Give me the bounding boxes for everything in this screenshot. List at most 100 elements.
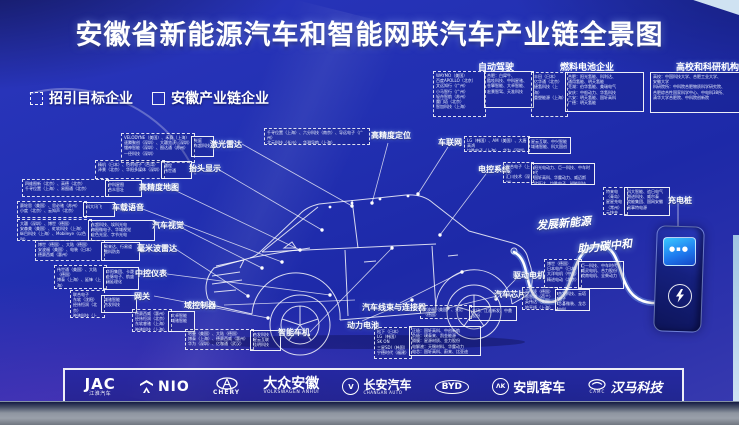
charger-target-box: 特来电（青岛） 星星充电（常州） 云快充（南京）	[603, 187, 628, 215]
charging-cable	[511, 243, 663, 306]
byd-logo: BYD	[434, 379, 470, 394]
leader-lines	[139, 142, 679, 333]
domain-controller-target-box: 德赛西威（惠州） 经纬恒润（北京） 东软睿驰（上海） 映驰科技（上海）	[132, 309, 172, 332]
auto-chip-anhui-box: 杰发科技、云塔电子 芯碁微装、龙芯中科 长鑫存储	[555, 289, 590, 311]
chery-emblem-icon	[215, 377, 238, 390]
nio-emblem-icon	[139, 380, 153, 393]
category-label-domain-controller: 域控制器	[184, 301, 216, 310]
category-label-v2x: 车联网	[438, 138, 462, 147]
gateway-target-box: 联合电子 东软（沈阳） 经纬恒润（北京） 映驰科技（上海）	[70, 290, 105, 318]
lidar-target-box: VELODYNE（美国）、禾赛（上海） 速腾聚创（深圳）、大疆览沃（深圳） 镭神…	[121, 133, 195, 163]
category-label-hdpositioning: 高精度定位	[371, 131, 411, 140]
category-label-dashboard: 中控仪表	[135, 269, 167, 278]
chery-wordmark: CHERY	[212, 389, 241, 396]
battery-target-box: 松下（日本） LG（韩国） SK ON 三星SDI（韩国） 宁德时代（福建）	[374, 327, 412, 359]
ankai-ak-icon: ΛK	[492, 378, 510, 395]
fuelcell-target-box: 丰田（日本） 亿华通（北京） 捷氢科技（上海） 重塑能源（上海）	[531, 72, 568, 117]
jac-logo: JAC 江淮汽车	[84, 374, 116, 397]
category-label-auto-chip: 汽车芯片	[494, 290, 526, 299]
voice-target-box: 赛轮思（美国）、思必驰（苏州） 小度（北京）、云知声（北京）	[17, 201, 87, 218]
sky-edge	[733, 235, 739, 405]
category-label-harness: 汽车线束与连接器	[362, 303, 426, 312]
research-box: 高校：中国科技大学、合肥工业大学、 安徽大学 科研院所：中科院合肥物质科学研究院…	[650, 72, 739, 113]
ankai-logo: ΛK 安凯客车	[492, 377, 565, 396]
camc-logo: CAMC 汉马科技	[588, 377, 662, 396]
car-shadow	[205, 335, 525, 349]
vision-anhui-box: 东超科技、埃科光电 海图微电子、华域视觉 全色光显、字节光电	[88, 220, 155, 241]
domain-controller-anhui-box: 大卓智能 域驰智能	[168, 311, 195, 332]
legend-anhui: 安徽产业链企业	[152, 88, 269, 108]
leader-dots	[246, 192, 498, 320]
dashed-box-icon	[30, 91, 43, 105]
oem-logo-bar: JAC 江淮汽车 NIO CHERY 大众安徽 VOLKSWAG	[63, 368, 684, 405]
ecu-anhui-box: 阳光电动力、巨一科技、中车时代 国轩高科、华霆动力、威迈斯 欣旺达、均胜电子、锐…	[531, 163, 595, 185]
changan-v-icon: V	[342, 378, 360, 395]
gateway-anhui-box: 域驰智能 杰发科技	[101, 295, 137, 313]
headunit-target-box: 哈曼（美国）、大陆（德国） 博泰（上海）、德赛西威（惠州） 华为（深圳）、亿咖通…	[185, 329, 254, 350]
category-label-gateway: 网关	[134, 292, 150, 301]
camc-emblem-icon	[588, 379, 606, 390]
jac-cn-name: 江淮汽车	[89, 390, 112, 397]
autodriving-target-box: WAYMO（美国） 百度APOLLO（北京） 文远知行（广州） 小马智行（广州）…	[433, 71, 486, 117]
legend-anhui-label: 安徽产业链企业	[171, 91, 269, 107]
v2x-target-box: LG（韩国）、AM（美国）、大唐高鸿 均胜电子（上海）、华为（深圳）	[464, 136, 530, 152]
legend-target: 招引目标企业	[30, 88, 133, 108]
category-label-voice: 车载语音	[112, 203, 144, 212]
floor-strip	[0, 401, 739, 425]
headunit-anhui-box: 杰发科技 星云互联 佳明科技	[250, 330, 281, 351]
category-label-headunit: 智能车机	[278, 328, 310, 337]
radar-target-box: 博世（德国）、大陆（德国） 安波福（美国）、电装（日本） 德赛西威（惠州）	[35, 240, 105, 261]
hdmap-anhui-box: 中科星图 合众思壮	[105, 180, 142, 197]
autodriving-anhui-box: 合肥：白犀牛、 酷哇科技、中科星驰、 仓擎智能、大卓智能、 宏景智驾、天准科技	[484, 71, 534, 108]
vw-anhui-en-name: VOLKSWAGEN ANHUI	[263, 390, 320, 396]
radar-anhui-box: 易来达、行易道 雷科防务	[101, 242, 140, 261]
dashboard-target-box: 伟世通（美国）、大陆（德国） 博泰（上海）、延锋（上海） 先锋（日本）、马瑞利（…	[54, 265, 107, 289]
auto-chip-target-box: 英飞凌（德国） 恩智浦（荷兰） 英伟达（美国） 地平线（上海）	[522, 287, 558, 310]
category-label-radar: 毫米波雷达	[137, 244, 177, 253]
category-label-lidar: 激光雷达	[210, 140, 242, 149]
category-label-vision: 汽车视觉	[152, 221, 184, 230]
hud-target-box: 精机（日本）、怡利电子（台湾） 泽景（北京）、华阳多媒体（深圳）	[95, 160, 165, 179]
drive-motor-target-box: 博世（德国） 日本电产（日本） 大洋电机（中山） 精进电动（北京）	[544, 259, 582, 288]
dashboard-anhui-box: 华阳集团、卡晟 金脉电子、航盛 瑞延理化	[103, 267, 139, 290]
changan-en-name: CHANGAN AUTO	[363, 389, 403, 395]
legend-target-label: 招引目标企业	[49, 91, 133, 107]
lightning-bolt-icon	[668, 284, 692, 308]
fuelcell-anhui-box: 合肥：阳光氢能、科利达、 通用氢能、明天氢能 芜湖：伯华氢能、美瑞电气 安庆：中…	[565, 72, 644, 112]
solid-box-icon	[152, 91, 165, 105]
vision-target-box: 大疆（深圳）、博世（德国） 安森美（美国）、虹软科技（上海） 纵目科技（上海）、…	[17, 219, 92, 241]
camc-cn-name: 汉马科技	[610, 381, 663, 396]
byd-wordmark: BYD	[434, 379, 470, 394]
chery-logo: CHERY	[213, 377, 240, 396]
v2x-anhui-box: 星云互联、中兴智能 域驰智能、科大国创	[528, 137, 571, 154]
changan-logo: V 长安汽车 CHANGAN AUTO	[342, 378, 411, 395]
category-label-charger: 充电桩	[668, 196, 692, 205]
category-label-hud: 抬头显示	[189, 164, 221, 173]
drive-motor-anhui-box: 巨一科技、中车时代 威灵电机、合力股份 皖南电机、全柴动力	[578, 261, 624, 289]
vw-anhui-logo: 大众安徽 VOLKSWAGEN ANHUI	[263, 377, 319, 396]
hud-anhui-box: 疆程 伟世通	[161, 161, 192, 179]
charging-pile-screen	[663, 237, 696, 266]
section-header-autodriving: 自动驾驶	[478, 63, 515, 73]
lidar-anhui-box: 光庭 东超科技	[191, 136, 214, 157]
harness-anhui-box: 立讯、江淮新发、中鼎股份	[469, 306, 517, 321]
changan-cn-name: 长安汽车	[363, 377, 412, 392]
ecu-target-box: 联合电子（上海） 汇川技术（深圳） 英搏尔（珠海）	[503, 162, 534, 183]
page-title: 安徽省新能源汽车和智能网联汽车产业链全景图	[75, 20, 664, 51]
charging-pile-screen-glyph: ●▪●	[669, 245, 689, 253]
category-label-drive-motor: 驱动电机	[513, 271, 545, 280]
ankai-cn-name: 安凯客车	[513, 381, 566, 396]
hdmap-target-box: 四维图新（北京）、高德（北京） 千寻位置（上海）、易图通（北京）	[22, 179, 109, 197]
section-header-fuelcell: 燃料电池企业	[560, 63, 615, 73]
category-label-hdmap: 高精度地图	[139, 183, 179, 192]
nio-wordmark: NIO	[157, 378, 190, 395]
hdpositioning-target-box: 千寻位置（上海）、六分科技（南京）、导远电子（广州） 北云科技（长沙）、华测导航…	[264, 128, 370, 145]
jac-wordmark: JAC	[84, 374, 116, 393]
charger-anhui-box: 科大智能、追日电气 朗进科技、威尔泰 皖能集团、国网安徽 易事特电源	[624, 187, 670, 216]
vw-anhui-cn-name: 大众安徽	[263, 376, 320, 393]
harness-target-box: 安波福（美国）、莱尼（德国）	[420, 305, 472, 319]
nio-logo: NIO	[139, 379, 190, 395]
category-label-ecu: 电控系统	[478, 165, 510, 174]
